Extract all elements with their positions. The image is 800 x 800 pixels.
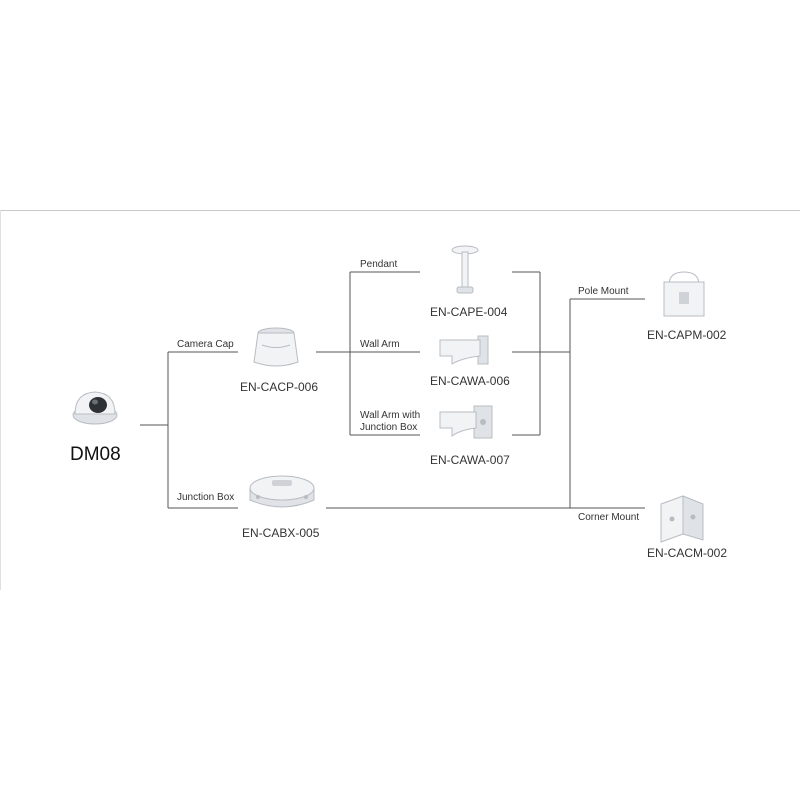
connector-lines	[140, 271, 645, 509]
branch-label-corner-mount: Corner Mount	[578, 512, 639, 523]
branch-label-pole-mount: Pole Mount	[578, 286, 629, 297]
product-code-cawa7: EN-CAWA-007	[430, 453, 510, 467]
product-code-capm: EN-CAPM-002	[647, 328, 727, 342]
branch-label-camera-cap: Camera Cap	[177, 339, 234, 350]
corner-mount-icon	[660, 495, 704, 543]
junction-box-icon	[249, 475, 315, 508]
main-device-label: DM08	[70, 444, 121, 465]
product-code-cacm: EN-CACM-002	[647, 546, 727, 560]
camera-cap-icon	[253, 327, 299, 367]
branch-label-junction-box: Junction Box	[177, 492, 234, 503]
wall-arm-icon	[439, 335, 489, 365]
pole-mount-icon	[663, 271, 705, 317]
branch-label-pendant: Pendant	[360, 259, 397, 270]
branch-label-wall-arm-junction-line2: Junction Box	[360, 422, 417, 433]
product-code-cawa6: EN-CAWA-006	[430, 374, 510, 388]
top-divider	[0, 210, 800, 211]
pendant-mount-icon	[451, 245, 479, 294]
dome-camera-icon	[72, 391, 118, 425]
product-code-cabx: EN-CABX-005	[242, 526, 320, 540]
left-divider	[0, 210, 1, 590]
branch-label-wall-arm-junction-line1: Wall Arm with	[360, 410, 420, 421]
product-code-cacp: EN-CACP-006	[240, 380, 318, 394]
wall-arm-junction-icon	[439, 405, 493, 439]
branch-label-wall-arm: Wall Arm	[360, 339, 400, 350]
product-code-cape: EN-CAPE-004	[430, 305, 508, 319]
